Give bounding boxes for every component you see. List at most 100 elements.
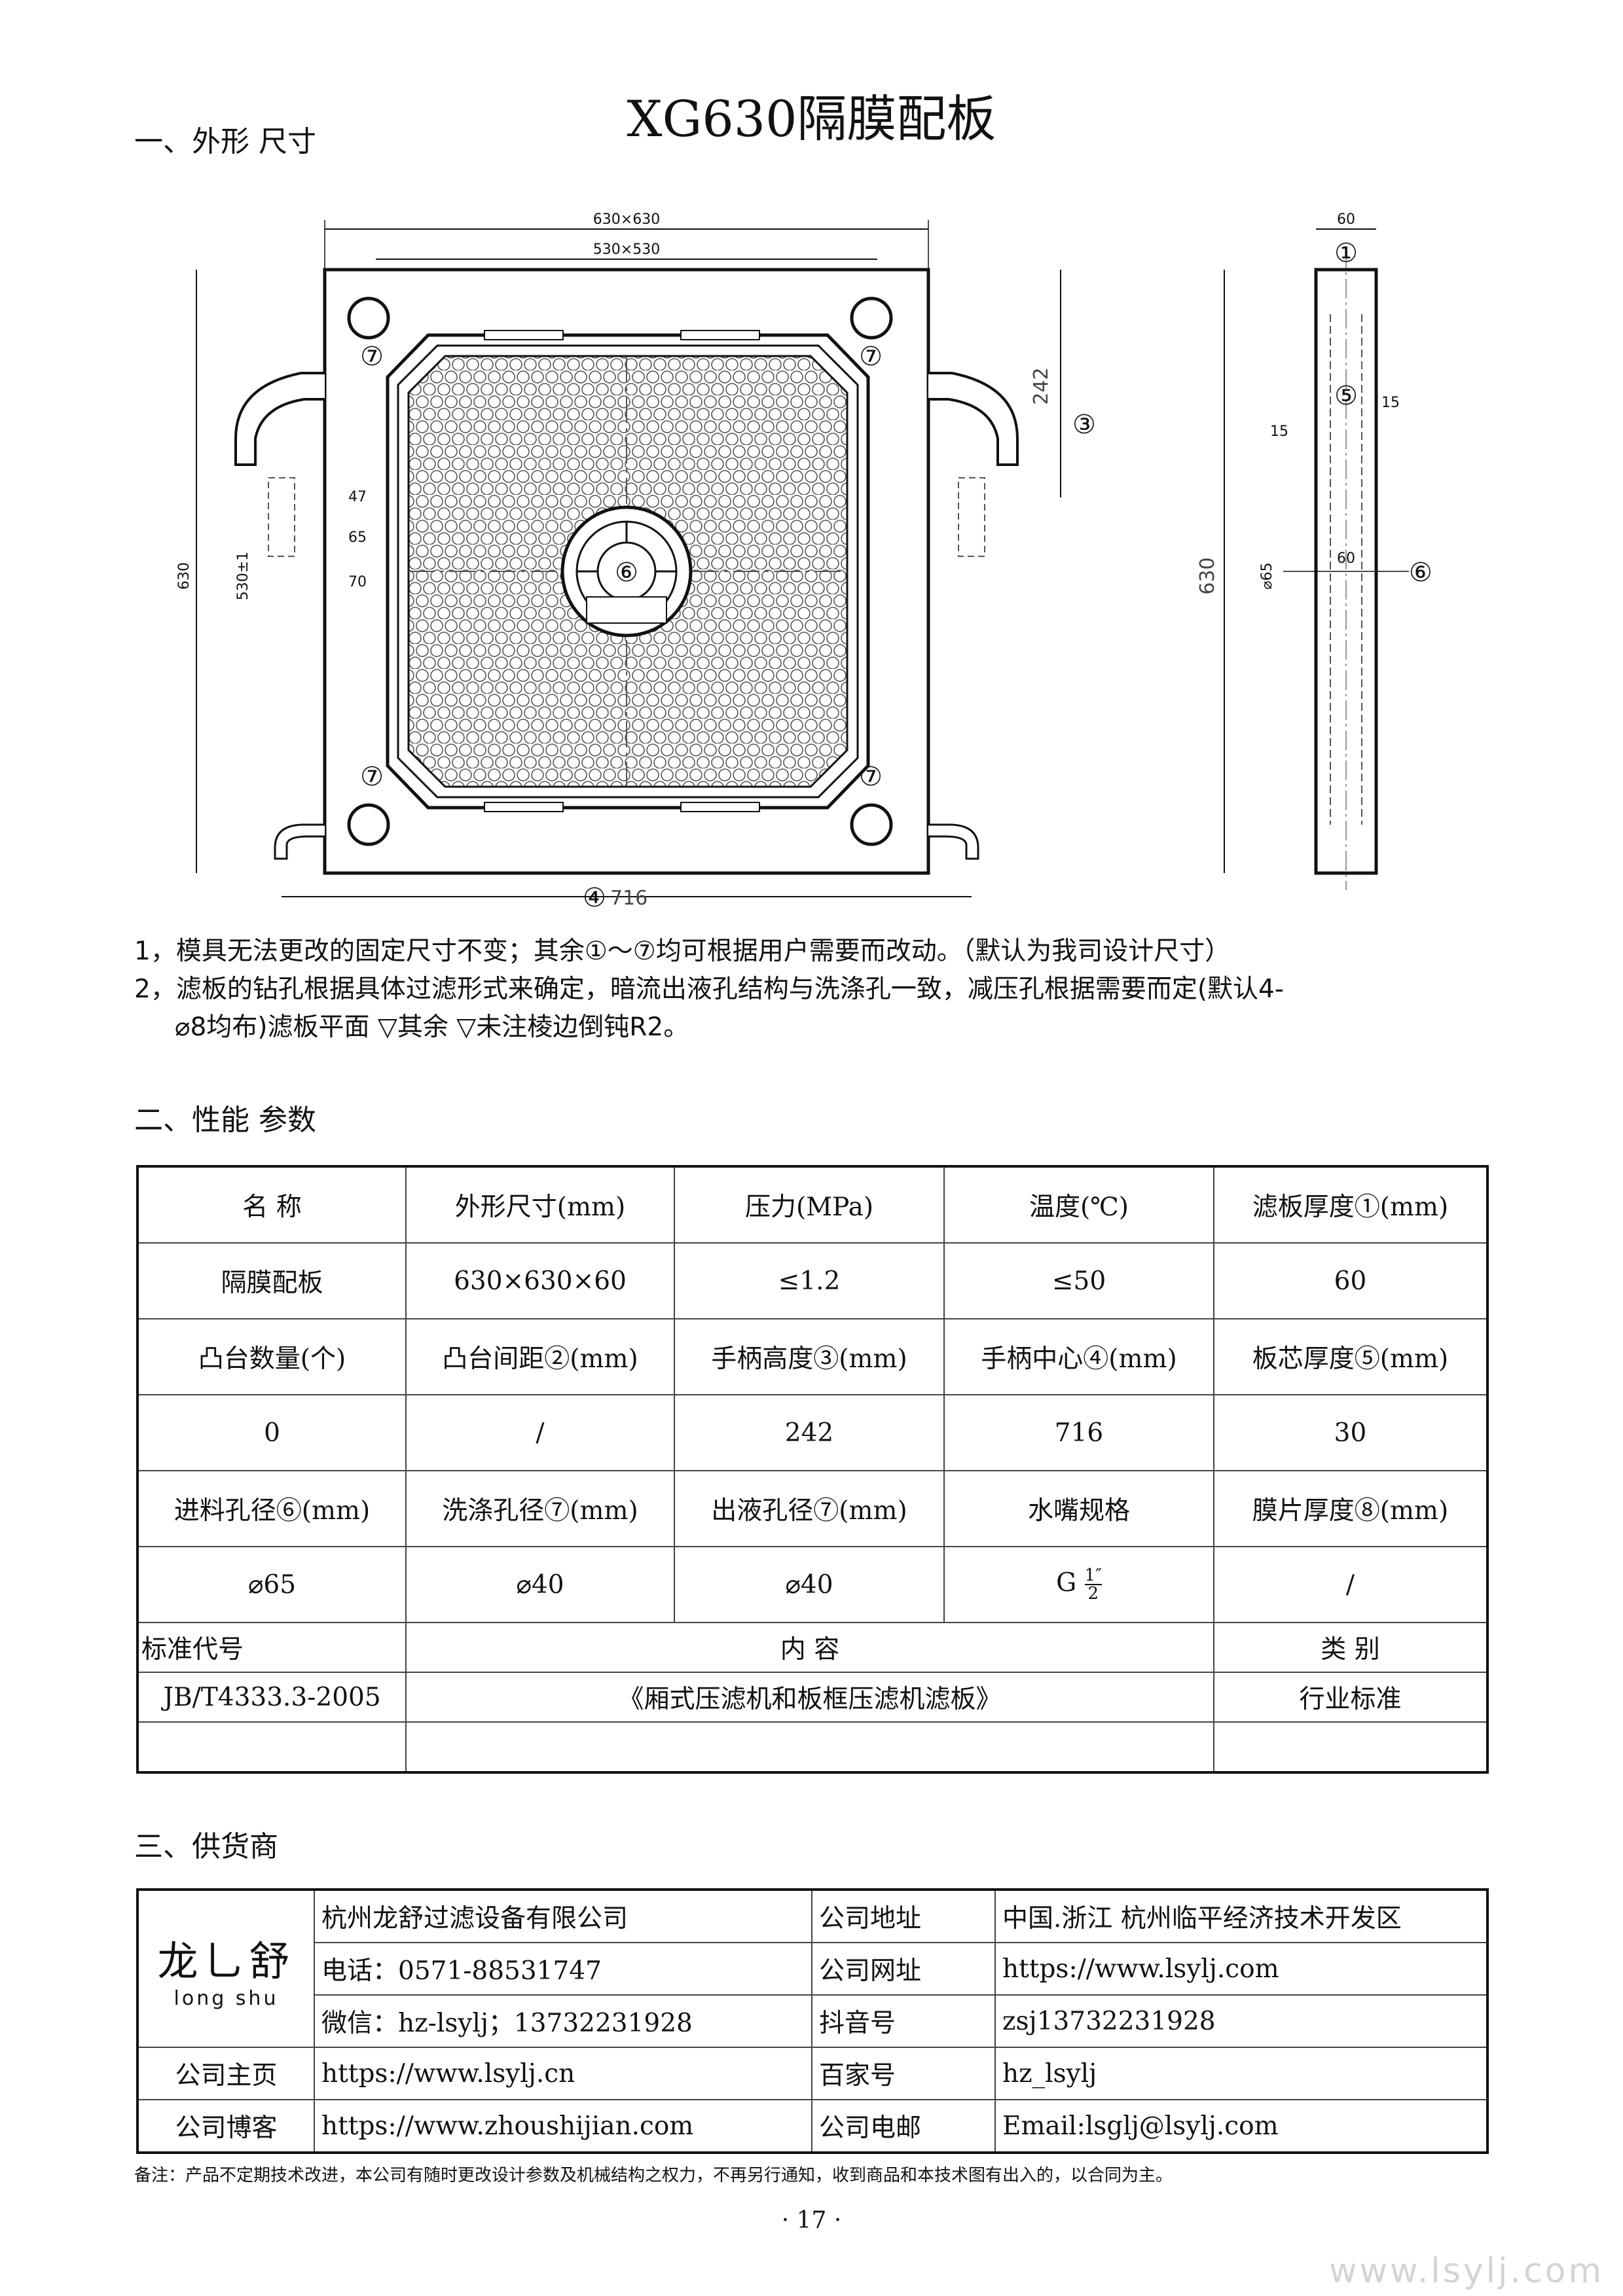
table-cell: 隔膜配板 xyxy=(137,1242,407,1319)
company-name: 杭州龙舒过滤设备有限公司 xyxy=(314,1889,812,1943)
website-link[interactable]: https://www.lsylj.com xyxy=(994,1942,1488,1996)
table-row: 电话：0571-88531747 公司网址 https://www.lsylj.… xyxy=(137,1942,1488,1996)
table-cell: 类 别 xyxy=(1213,1622,1488,1673)
table-cell: 630×630×60 xyxy=(405,1242,675,1319)
table-cell: 内 容 xyxy=(405,1622,1214,1673)
table-row: ⌀65 ⌀40 ⌀40 G 1″ 2 / xyxy=(137,1546,1488,1623)
table-cell: 《厢式压滤机和板框压滤机滤板》 xyxy=(405,1672,1214,1723)
faucet-fraction: 1″ 2 xyxy=(1084,1566,1102,1604)
side-dim-15-right: 15 xyxy=(1381,395,1400,411)
table-cell: 手柄高度③(mm) xyxy=(674,1318,945,1395)
douyin-value: zsj13732231928 xyxy=(994,1994,1488,2048)
baijia-value: hz_lsylj xyxy=(994,2047,1488,2100)
table-row: 进料孔径⑥(mm) 洗涤孔径⑦(mm) 出液孔径⑦(mm) 水嘴规格 膜片厚度⑧… xyxy=(137,1470,1488,1547)
address-value: 中国.浙江 杭州临平经济技术开发区 xyxy=(994,1889,1488,1943)
section-heading-performance: 二、性能 参数 xyxy=(134,1103,316,1137)
mark-7-bl: ⑦ xyxy=(360,762,384,792)
table-row: 名 称 外形尺寸(mm) 压力(MPa) 温度(℃) 滤板厚度①(mm) xyxy=(137,1166,1488,1244)
performance-table: 名 称 外形尺寸(mm) 压力(MPa) 温度(℃) 滤板厚度①(mm) 隔膜配… xyxy=(136,1165,1489,1774)
website-label: 公司网址 xyxy=(811,1942,996,1996)
note-line-3: ⌀8均布)滤板平面 ▽其余 ▽未注棱边倒钝R2。 xyxy=(175,1013,689,1042)
email-label: 公司电邮 xyxy=(811,2099,996,2153)
table-row: 公司博客 https://www.zhoushijian.com 公司电邮 Em… xyxy=(137,2099,1488,2153)
table-cell: 0 xyxy=(137,1394,407,1471)
page-title: XG630隔膜配板 xyxy=(627,90,996,148)
table-cell: 手柄中心④(mm) xyxy=(943,1318,1214,1395)
table-cell: 凸台间距②(mm) xyxy=(405,1318,675,1395)
table-cell: 压力(MPa) xyxy=(674,1166,945,1244)
table-cell: 60 xyxy=(1213,1242,1488,1319)
logo-pinyin: long shu xyxy=(173,1986,279,2010)
table-cell: 板芯厚度⑤(mm) xyxy=(1213,1318,1488,1395)
homepage-label: 公司主页 xyxy=(137,2047,315,2100)
technical-drawing: ⑥ ⑦ ⑦ ⑦ ⑦ 630×630 530×530 630 530±1 xyxy=(176,211,1432,913)
table-cell xyxy=(405,1721,1214,1773)
table-cell: 洗涤孔径⑦(mm) xyxy=(405,1470,675,1547)
dim-530: 530±1 xyxy=(235,552,251,600)
mark-7-br: ⑦ xyxy=(859,762,883,792)
mark-1: ① xyxy=(1334,238,1358,268)
fraction-denominator: 2 xyxy=(1087,1584,1099,1604)
notes: 1，模具无法更改的固定尺寸不变；其余①～⑦均可根据用户需要而改动。（默认为我司设… xyxy=(134,933,1522,1047)
dim-outer: 630×630 xyxy=(593,211,660,228)
section-heading-supplier: 三、供货商 xyxy=(134,1830,278,1863)
table-cell: 名 称 xyxy=(137,1166,407,1244)
mark-6-side: ⑥ xyxy=(1409,558,1432,588)
front-view: ⑥ ⑦ ⑦ ⑦ ⑦ 630×630 530×530 630 530±1 xyxy=(176,211,1096,913)
table-cell: 出液孔径⑦(mm) xyxy=(674,1470,945,1547)
table-cell: ≤1.2 xyxy=(674,1242,945,1319)
blog-link[interactable]: https://www.zhoushijian.com xyxy=(314,2099,812,2153)
blog-label: 公司博客 xyxy=(137,2099,315,2153)
table-cell: ≤50 xyxy=(943,1242,1214,1319)
side-view: 60 ① ⑤ 15 15 630 ⌀65 60 ⑥ xyxy=(1196,211,1432,890)
table-cell: 凸台数量(个) xyxy=(137,1318,407,1395)
table-cell: 温度(℃) xyxy=(943,1166,1214,1244)
fraction-numerator: 1″ xyxy=(1084,1566,1102,1585)
table-cell: 水嘴规格 xyxy=(943,1470,1214,1547)
dim-height: 630 xyxy=(176,562,192,590)
table-cell: 进料孔径⑥(mm) xyxy=(137,1470,407,1547)
side-dim-phi65: ⌀65 xyxy=(1259,562,1275,589)
logo-text: 龙乚舒 xyxy=(157,1937,295,1985)
side-dim-630: 630 xyxy=(1196,557,1219,594)
baijia-label: 百家号 xyxy=(811,2047,996,2100)
table-cell: ⌀65 xyxy=(137,1546,407,1623)
table-cell xyxy=(1213,1721,1488,1773)
side-dim-60-mid: 60 xyxy=(1337,550,1355,567)
email-link[interactable]: Email:lsglj@lsylj.com xyxy=(994,2099,1488,2153)
mark-7-tl: ⑦ xyxy=(360,342,384,372)
table-row-standard: JB/T4333.3-2005 《厢式压滤机和板框压滤机滤板》 行业标准 xyxy=(137,1672,1488,1723)
mark-4: ④ xyxy=(583,883,606,913)
dim-handle-h: 242 xyxy=(1030,367,1053,404)
table-cell: 242 xyxy=(674,1394,945,1471)
table-cell: ⌀40 xyxy=(674,1546,945,1623)
table-row: 微信：hz-lsylj；13732231928 抖音号 zsj137322319… xyxy=(137,1994,1488,2048)
side-dim-15-left: 15 xyxy=(1270,423,1288,440)
table-row-empty xyxy=(137,1721,1488,1773)
mark-7-tr: ⑦ xyxy=(859,342,883,372)
table-cell: 外形尺寸(mm) xyxy=(405,1166,675,1244)
company-logo: 龙乚舒 long shu xyxy=(137,1889,315,2048)
table-cell: 716 xyxy=(943,1394,1214,1471)
footnote: 备注：产品不定期技术改进，本公司有随时更改设计参数及机械结构之权力，不再另行通知… xyxy=(134,2166,1173,2185)
supplier-table: 龙乚舒 long shu 杭州龙舒过滤设备有限公司 公司地址 中国.浙江 杭州临… xyxy=(136,1888,1489,2154)
note-line-2: 2，滤板的钻孔根据具体过滤形式来确定，暗流出液孔结构与洗涤孔一致，减压孔根据需要… xyxy=(134,975,1284,1004)
table-row: 龙乚舒 long shu 杭州龙舒过滤设备有限公司 公司地址 中国.浙江 杭州临… xyxy=(137,1889,1488,2048)
phone: 电话：0571-88531747 xyxy=(314,1942,812,1996)
faucet-g: G xyxy=(1056,1568,1077,1598)
table-cell: / xyxy=(405,1394,675,1471)
note-line-1: 1，模具无法更改的固定尺寸不变；其余①～⑦均可根据用户需要而改动。（默认为我司设… xyxy=(134,937,1231,966)
mark-5: ⑤ xyxy=(1334,381,1358,411)
table-cell-faucet-spec: G 1″ 2 xyxy=(943,1546,1214,1623)
mark-3: ③ xyxy=(1072,410,1096,440)
table-cell: 行业标准 xyxy=(1213,1672,1488,1723)
page-number: · 17 · xyxy=(781,2207,842,2234)
table-cell: 滤板厚度①(mm) xyxy=(1213,1166,1488,1244)
dim-65: 65 xyxy=(348,529,367,546)
homepage-link[interactable]: https://www.lsylj.cn xyxy=(314,2047,812,2100)
dim-47: 47 xyxy=(348,489,367,505)
table-row: 隔膜配板 630×630×60 ≤1.2 ≤50 60 xyxy=(137,1242,1488,1319)
table-cell: / xyxy=(1213,1546,1488,1623)
table-cell xyxy=(137,1721,407,1773)
table-row: 凸台数量(个) 凸台间距②(mm) 手柄高度③(mm) 手柄中心④(mm) 板芯… xyxy=(137,1318,1488,1395)
